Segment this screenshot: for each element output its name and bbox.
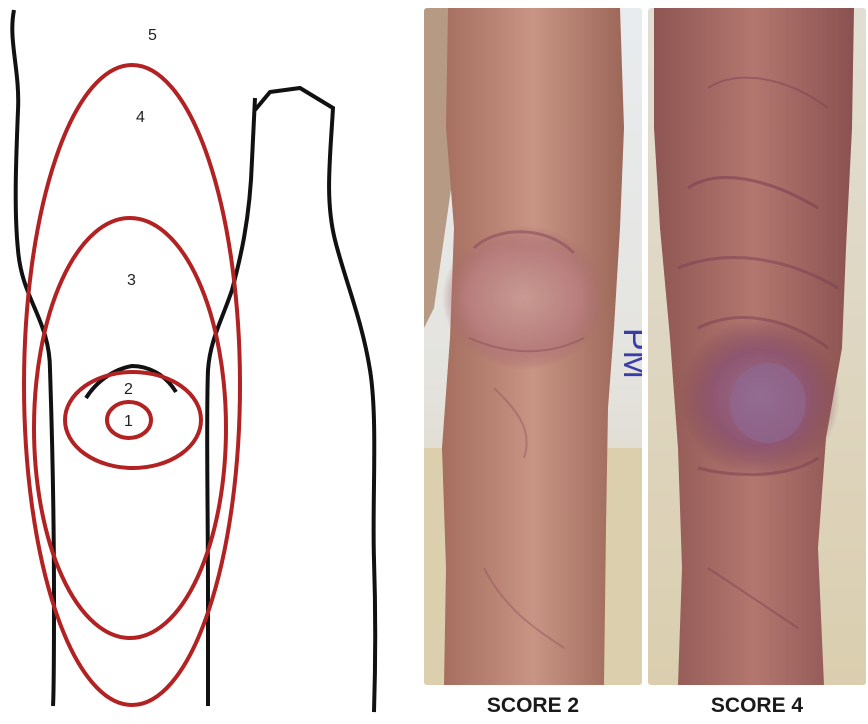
zone-label-5: 5	[148, 27, 157, 44]
leg-outline-right	[255, 88, 375, 712]
photo-caption-score-4: SCORE 4	[648, 694, 866, 718]
leg-outline-middle	[207, 98, 255, 706]
knee-zone-diagram: 5 4 3 2 1	[0, 0, 420, 724]
zone-label-4: 4	[136, 109, 145, 126]
zone-label-3: 3	[127, 272, 136, 289]
paper-writing: PM	[616, 328, 642, 379]
photo-caption-score-2: SCORE 2	[424, 694, 642, 718]
zone-label-1: 1	[124, 413, 133, 430]
zone-ring-2	[65, 372, 201, 468]
zone-label-2: 2	[124, 381, 133, 398]
leg-photo-score-2: PM	[424, 8, 642, 685]
leg-outline-left	[12, 10, 54, 706]
leg-photo-score-4	[648, 8, 866, 685]
